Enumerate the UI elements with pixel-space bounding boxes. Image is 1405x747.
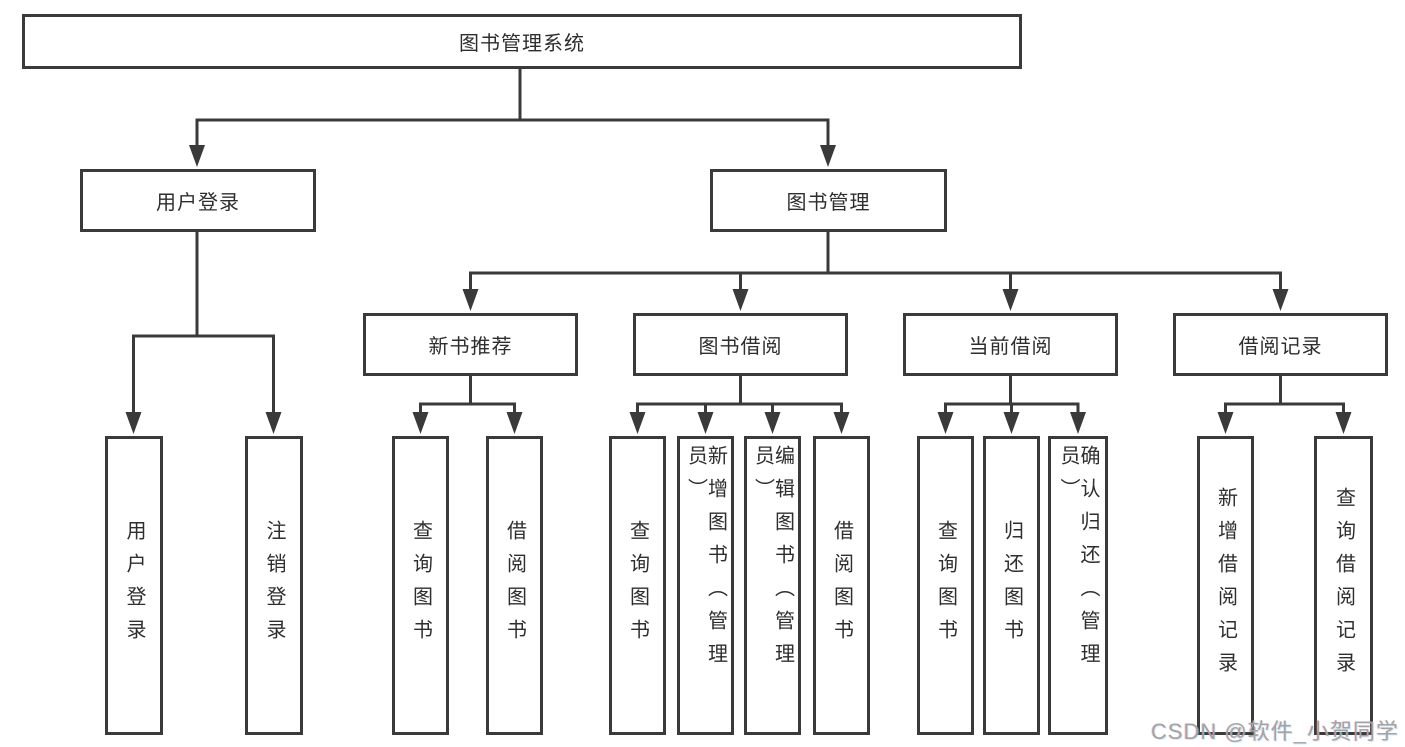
leaf-query-borrow-record: 查询借阅记录 <box>1314 436 1373 735</box>
leaf-query-books-current: 查询图书 <box>917 436 974 735</box>
leaf-query-books-recommend: 查询图书 <box>392 436 449 735</box>
node-user-login: 用户登录 <box>80 169 316 232</box>
leaf-return-book: 归还图书 <box>983 436 1040 735</box>
leaf-logout-login: 注销登录 <box>245 436 303 735</box>
leaf-confirm-return-admin: 确认归还（管理员） <box>1048 436 1108 735</box>
node-library-system-root: 图书管理系统 <box>22 14 1022 69</box>
node-book-management: 图书管理 <box>710 169 947 232</box>
node-book-borrow: 图书借阅 <box>633 313 848 376</box>
leaf-add-book-admin: 新增图书（管理员） <box>677 436 734 735</box>
leaf-borrow-books-recommend: 借阅图书 <box>486 436 543 735</box>
node-current-borrow: 当前借阅 <box>903 313 1118 376</box>
leaf-query-books-borrow: 查询图书 <box>609 436 666 735</box>
leaf-borrow-books: 借阅图书 <box>813 436 870 735</box>
leaf-user-login: 用户登录 <box>105 436 163 735</box>
node-borrow-records: 借阅记录 <box>1173 313 1388 376</box>
leaf-add-borrow-record: 新增借阅记录 <box>1197 436 1254 735</box>
leaf-edit-book-admin: 编辑图书（管理员） <box>744 436 801 735</box>
node-new-book-recommend: 新书推荐 <box>363 313 578 376</box>
csdn-watermark: CSDN @软件_小贺同学 <box>1150 719 1399 744</box>
